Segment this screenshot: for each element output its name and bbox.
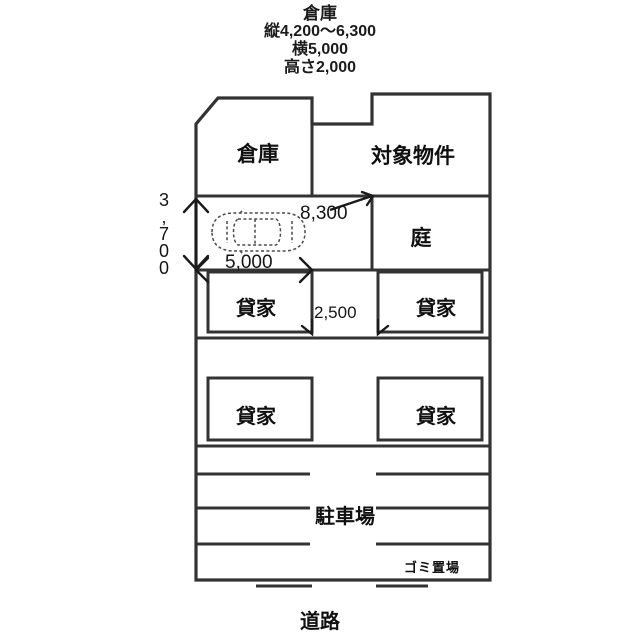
dimension-label-8300: 8,300 bbox=[300, 203, 348, 224]
car-top-view-icon bbox=[211, 208, 306, 256]
header-line-depth: 縦4,200〜6,300 bbox=[263, 23, 377, 41]
label-rental-house-1: 貸家 bbox=[236, 298, 276, 320]
label-parking: 駐車場 bbox=[315, 506, 375, 528]
header-line-height: 高さ2,000 bbox=[283, 58, 357, 76]
dimension-label-2500: 2,500 bbox=[314, 303, 357, 322]
rental-house-box-1 bbox=[206, 270, 314, 334]
label-road: 道路 bbox=[300, 611, 340, 633]
label-rental-house-3: 貸家 bbox=[236, 406, 276, 428]
dimension-8300-arrow bbox=[329, 190, 375, 212]
dimension-3700-char-4: 0 bbox=[158, 258, 169, 279]
parking-stall-dividers bbox=[196, 472, 490, 546]
dimension-3700-char-2: 7 bbox=[158, 224, 169, 245]
rental-house-box-2 bbox=[376, 270, 484, 334]
label-subject-property: 対象物件 bbox=[371, 145, 455, 168]
dimension-2500-arrows bbox=[300, 318, 390, 337]
label-rental-house-4: 貸家 bbox=[416, 406, 456, 428]
dimension-label-3700: 3 , 7 0 0 bbox=[156, 190, 172, 279]
header-block: 倉庫 縦4,200〜6,300 横5,000 高さ2,000 bbox=[0, 4, 640, 77]
rental-house-box-3 bbox=[206, 376, 314, 442]
label-garden: 庭 bbox=[410, 227, 432, 250]
header-line-width: 横5,000 bbox=[291, 40, 349, 58]
label-garbage-area: ゴミ置場 bbox=[403, 560, 460, 575]
dimension-5000 bbox=[194, 256, 314, 284]
rental-house-box-4 bbox=[376, 376, 484, 442]
dimension-3700-char-3: 0 bbox=[158, 241, 169, 262]
header-title: 倉庫 bbox=[303, 4, 337, 23]
dimension-3700-char-0: 3 bbox=[158, 190, 169, 210]
label-rental-house-2: 貸家 bbox=[416, 298, 456, 320]
label-warehouse: 倉庫 bbox=[237, 143, 279, 166]
dimension-label-5000: 5,000 bbox=[225, 252, 273, 273]
dimension-3700-char-1: , bbox=[161, 207, 167, 228]
